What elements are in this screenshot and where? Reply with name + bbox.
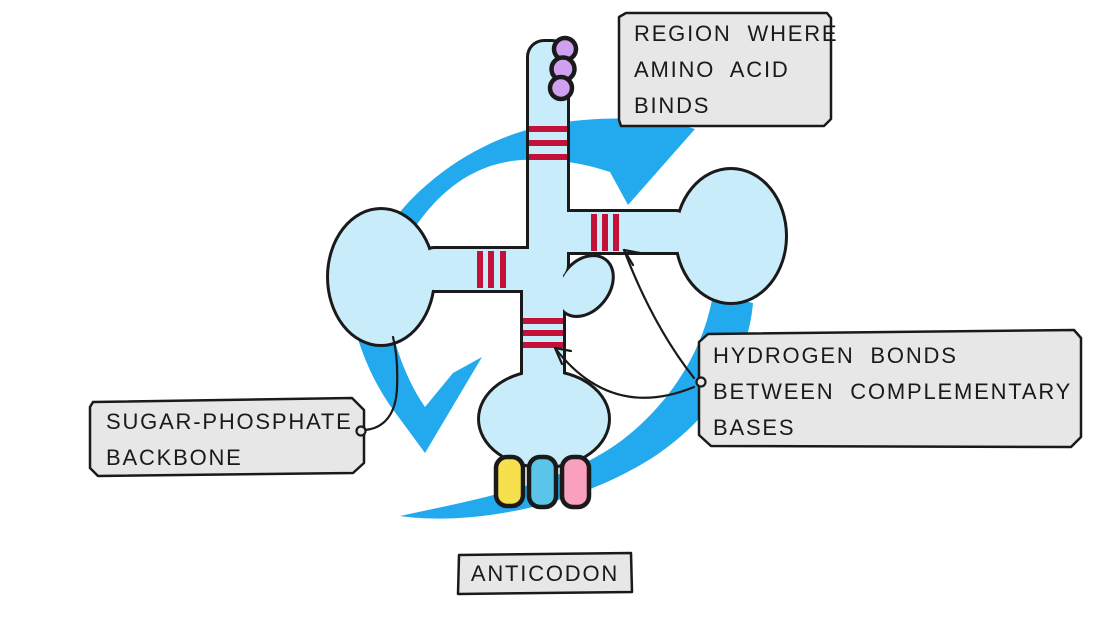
right-loop-fill [677,170,785,302]
arrowhead-icon [553,346,573,366]
label-plate-hydrogen [697,328,1083,449]
hydrogen-bond-stripes [477,126,619,348]
backbone-ring-top-arc [389,118,695,238]
label-plate-sugar [88,396,366,478]
label-plates [88,11,1083,596]
label-line: SUGAR-PHOSPHATE [106,409,353,434]
bond-stripe [500,251,506,288]
anticodon-base-yellow [493,454,526,509]
pointer-arrows [363,248,696,432]
label-line: BASES [713,415,796,440]
label-line: HYDROGEN BONDS [713,343,958,368]
bond-stripe [523,342,563,348]
connector-dot-icon [355,425,367,437]
label-line: BINDS [634,93,711,118]
bond-stripe [523,318,563,324]
label-plate-anticodon [456,551,634,596]
trna-molecule-fill [329,42,785,466]
anticodon-loop-fill [480,372,608,466]
anticodon-base-blue [526,454,559,510]
variable-loop-fill [558,257,612,315]
anticodon-base-pink [559,454,592,510]
label-sugar-phosphate-backbone: SUGAR-PHOSPHATE BACKBONE [106,404,353,476]
label-line: BACKBONE [106,445,243,470]
bond-stripe [591,214,597,251]
label-hydrogen-bonds: HYDROGEN BONDS BETWEEN COMPLEMENTARY BAS… [713,338,1072,446]
bond-group-anticodon-stem [523,318,563,348]
left-loop-fill [329,210,433,344]
anticodon-bases [493,454,592,510]
bond-stripe [529,140,567,146]
bond-stripe [613,214,619,251]
connector-dot-icon [695,376,707,388]
bond-stripe [602,214,608,251]
pointer-arrow-to-right-arm-bonds [622,248,696,380]
label-line: AMINO ACID [634,57,790,82]
label-anticodon: ANTICODON [458,556,632,592]
label-plate-region [617,11,833,128]
label-line: BETWEEN COMPLEMENTARY [713,379,1073,404]
pointer-line-to-backbone [363,335,399,432]
bond-stripe [529,154,567,160]
amino-unit-circle [547,74,575,102]
bond-stripe [529,126,567,132]
amino-acid-binding-units [547,35,579,102]
bond-stripe [477,251,483,288]
label-region-amino-acid-binds: REGION WHERE AMINO ACID BINDS [634,16,838,124]
label-line: ANTICODON [470,561,620,586]
label-line: REGION WHERE [634,21,839,46]
bond-stripe [488,251,494,288]
bond-group-acceptor-stem [529,126,567,160]
bond-group-left-arm [477,251,506,288]
bond-group-right-arm [591,214,619,251]
pointer-arrow-to-anticodon-stem-bonds [553,346,696,399]
bond-stripe [523,330,563,336]
arrowhead-icon [622,248,642,267]
left-arm-fill [424,249,546,290]
